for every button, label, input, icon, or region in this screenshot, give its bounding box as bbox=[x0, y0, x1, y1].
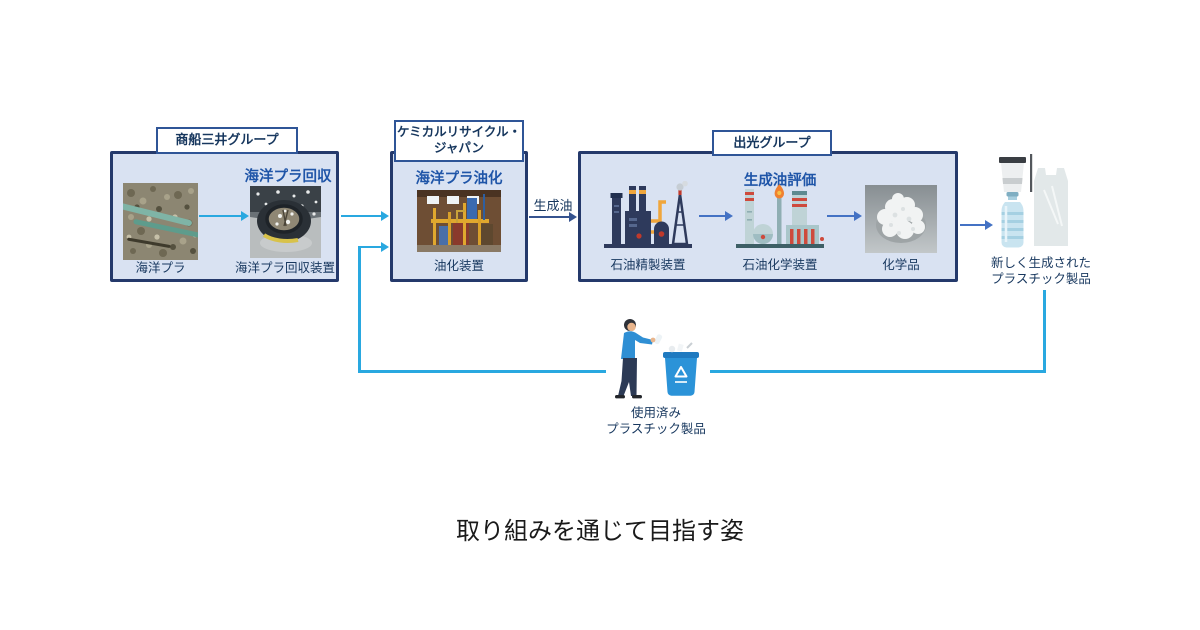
arrow-loop-into-crj bbox=[360, 242, 389, 252]
new-products-caption: 新しく生成された プラスチック製品 bbox=[978, 255, 1104, 287]
refinery-icon bbox=[602, 181, 696, 253]
idemitsu-group-label: 出光グループ bbox=[712, 130, 832, 156]
loop-line-right-vertical bbox=[1043, 290, 1046, 373]
arrow-refinery-to-petrochemical bbox=[699, 211, 733, 221]
petrochemical-caption: 石油化学装置 bbox=[742, 258, 818, 272]
loop-line-left-vertical bbox=[358, 246, 361, 373]
collection-device-caption: 海洋プラ回収装置 bbox=[234, 261, 335, 275]
page-title: 取り組みを通じて目指す姿 bbox=[456, 518, 744, 545]
arrow-idemitsu-to-products bbox=[960, 220, 993, 230]
collection-device-photo bbox=[250, 186, 321, 258]
arrow-debris-to-device bbox=[199, 211, 249, 221]
oil-plant-photo bbox=[417, 190, 501, 252]
used-products-caption-line1: 使用済み bbox=[630, 406, 681, 420]
mol-heading: 海洋プラ回収 bbox=[244, 169, 332, 185]
marine-plastic-caption: 海洋プラ bbox=[135, 261, 186, 275]
crj-group-label-line1: ケミカルリサイクル・ bbox=[396, 125, 521, 140]
new-products-caption-line1: 新しく生成された bbox=[990, 256, 1091, 270]
crj-group-label-line2: ジャパン bbox=[433, 141, 484, 155]
marine-plastic-photo bbox=[123, 183, 198, 260]
arrow-petrochemical-to-chemicals bbox=[827, 211, 862, 221]
arrow-mol-to-crj bbox=[341, 211, 389, 221]
mol-group-label-text: 商船三井グループ bbox=[175, 132, 279, 148]
mol-group-label: 商船三井グループ bbox=[156, 127, 298, 154]
plastic-products-icon bbox=[992, 152, 1074, 252]
idemitsu-heading: 生成油評価 bbox=[743, 173, 817, 189]
used-products-caption-line2: プラスチック製品 bbox=[606, 422, 706, 436]
crj-group-label: ケミカルリサイクル・ ジャパン bbox=[394, 120, 524, 162]
used-products-caption: 使用済み プラスチック製品 bbox=[590, 405, 722, 437]
chemicals-caption: 化学品 bbox=[882, 258, 920, 272]
petrochemical-plant-icon bbox=[734, 181, 826, 253]
chemicals-photo bbox=[865, 185, 937, 253]
arrow-crj-to-idemitsu bbox=[529, 212, 577, 222]
new-products-caption-line2: プラスチック製品 bbox=[991, 272, 1091, 286]
oil-plant-caption: 油化装置 bbox=[433, 259, 484, 273]
refinery-caption: 石油精製装置 bbox=[610, 258, 686, 272]
generated-oil-label: 生成油 bbox=[533, 198, 573, 213]
idemitsu-group-label-text: 出光グループ bbox=[733, 134, 811, 150]
crj-heading: 海洋プラ油化 bbox=[415, 171, 503, 187]
person-recycling-icon bbox=[606, 316, 710, 402]
